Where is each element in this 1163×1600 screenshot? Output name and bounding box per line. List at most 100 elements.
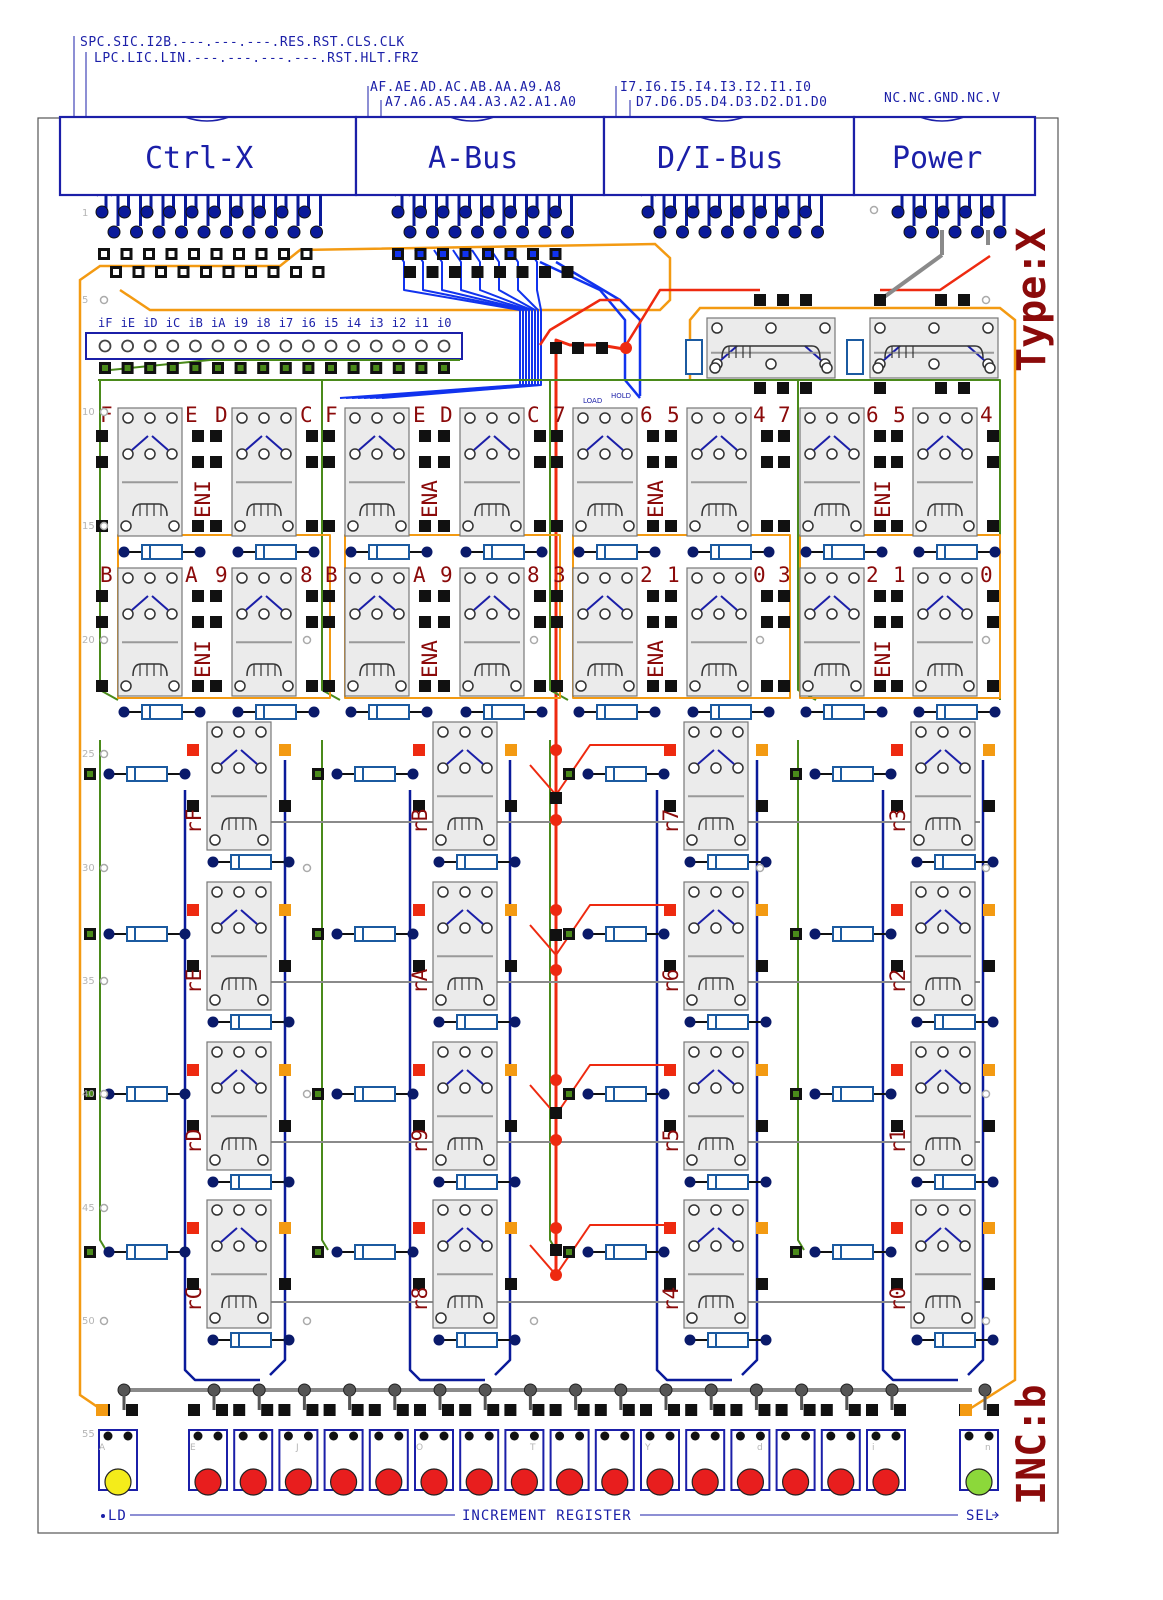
control-pad (800, 382, 812, 394)
relay-contact (395, 520, 407, 532)
relay-contact (982, 322, 994, 334)
relay-contact (481, 922, 493, 934)
register-pad-orange (983, 1064, 995, 1076)
relay-pad (647, 520, 659, 532)
relay-body (799, 407, 865, 537)
relay-contact (917, 448, 929, 460)
red-node (550, 814, 562, 826)
relay-contact (688, 726, 700, 738)
relay-coil (221, 1295, 257, 1309)
diode-pad (308, 706, 320, 718)
relay-body (686, 407, 752, 537)
header-pin (301, 339, 315, 353)
register-relay-body (910, 1199, 976, 1329)
connector-abus-label: A-Bus (428, 141, 518, 176)
relay-body (231, 407, 297, 537)
relay-pad (891, 520, 903, 532)
relay-contact (168, 680, 180, 692)
relay-pad (987, 680, 999, 692)
led-pad (549, 1404, 562, 1416)
led-pad (775, 1404, 788, 1416)
green-wire (321, 380, 341, 701)
relay-contact (211, 726, 223, 738)
register-pad (187, 1278, 199, 1290)
relay-contact (691, 608, 703, 620)
connector-pin (242, 225, 256, 239)
mount-hole (99, 407, 109, 417)
relay-pad (419, 456, 431, 468)
header-pin-label: iE (121, 316, 135, 330)
relay-pad (323, 680, 335, 692)
diode-pad (103, 928, 115, 940)
relay-pad (647, 590, 659, 602)
relay-switch (446, 909, 484, 925)
relay-switch (446, 1069, 484, 1085)
relay-contact (735, 572, 747, 584)
relay-contact (735, 448, 747, 460)
register-relay-body (683, 881, 749, 1011)
led-pad (459, 1404, 472, 1416)
connector-pin (481, 205, 495, 219)
relay-contact (483, 834, 495, 846)
header-pad-fill (147, 365, 154, 371)
relay-coil (359, 663, 395, 677)
relay-pad (647, 430, 659, 442)
diode-pad (763, 706, 775, 718)
led-pad (216, 1404, 228, 1416)
driver-diode (126, 1244, 168, 1260)
driver-pad-fill (87, 1091, 93, 1097)
register-pad (983, 1120, 995, 1132)
diode-pad (911, 1016, 923, 1028)
mount-hole (981, 1316, 991, 1326)
driver-diode (605, 766, 647, 782)
relay-coil (447, 977, 483, 991)
relay-contact (209, 834, 221, 846)
load-pad (572, 342, 584, 354)
connector-pin (653, 225, 667, 239)
connector-pin (641, 205, 655, 219)
relay-switch (245, 435, 283, 451)
diode-pad (684, 1334, 696, 1346)
green-wire (797, 380, 817, 701)
relay-contact (917, 412, 929, 424)
pad-center (123, 251, 130, 257)
mount-hole (99, 1089, 109, 1099)
header-pin-label: iB (188, 316, 202, 330)
relay-contact (371, 608, 383, 620)
connector-pin (504, 205, 517, 219)
register-relay-body (910, 721, 976, 851)
header-pin-label: i2 (392, 316, 406, 330)
green-wire (549, 380, 569, 701)
diode-pad (345, 546, 357, 558)
connector-power: Power (852, 115, 1037, 197)
relay-contact (233, 762, 245, 774)
diode-pad (760, 1016, 772, 1028)
relay-contact (939, 412, 951, 424)
relay-pad (534, 616, 546, 628)
driver-diode (354, 1086, 396, 1102)
relay-contact (686, 994, 698, 1006)
register-label: r3 (886, 809, 910, 834)
red-spine-wire (554, 338, 631, 1275)
control-pad (874, 294, 886, 306)
relay-pad (551, 616, 563, 628)
relay-contact (486, 448, 498, 460)
diode-pad (989, 546, 1001, 558)
led-pin (283, 1431, 293, 1441)
header-pad-fill (305, 365, 312, 371)
pad-center (158, 269, 164, 275)
register-pad (756, 800, 768, 812)
register-pad-red (187, 1064, 199, 1076)
relay-pad (210, 590, 222, 602)
diode (483, 544, 525, 560)
relay-contact (872, 362, 884, 374)
led-letter: Y (644, 1443, 651, 1453)
relay-coil (246, 663, 282, 677)
navy-wire (881, 790, 958, 1382)
relay-coil (814, 663, 850, 677)
diode-pad (684, 1016, 696, 1028)
led-indicator (330, 1468, 358, 1496)
register-pad (505, 1120, 517, 1132)
diode-pad (460, 706, 472, 718)
header-pad-fill (418, 365, 425, 371)
